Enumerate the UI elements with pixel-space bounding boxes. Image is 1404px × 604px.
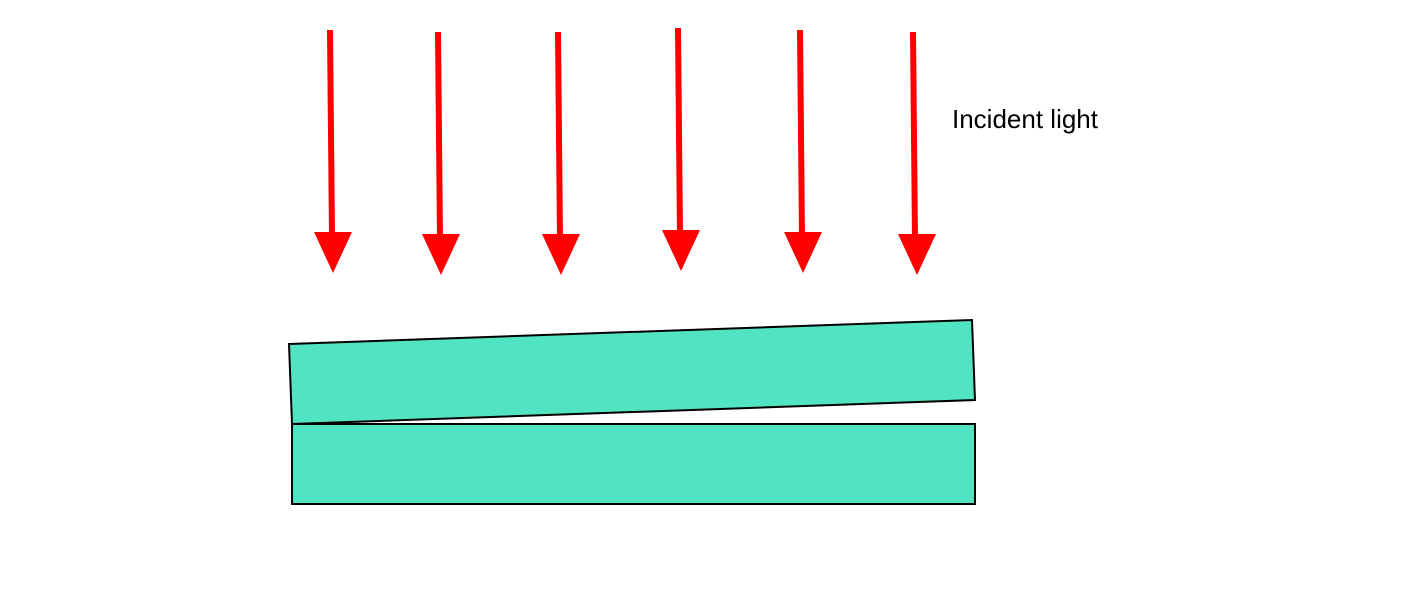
light-arrow-2: [422, 31, 460, 275]
light-arrow-4: [662, 27, 700, 271]
incident-light-label: Incident light: [952, 104, 1098, 134]
glass-plates: [287, 318, 977, 505]
top-glass-plate-tilted: [287, 318, 977, 426]
light-arrow-6: [898, 31, 936, 275]
light-arrow-3: [542, 31, 580, 275]
light-arrow-5: [784, 29, 822, 273]
light-arrow-1: [314, 29, 352, 273]
bottom-glass-plate: [291, 423, 976, 505]
incident-light-arrows: [314, 27, 936, 275]
